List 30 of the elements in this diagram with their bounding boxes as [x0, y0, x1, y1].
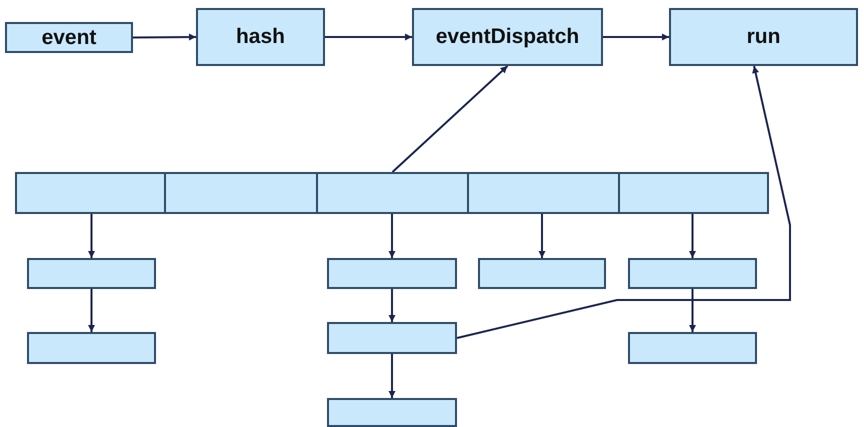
arrow — [388, 354, 396, 398]
arrow — [538, 214, 546, 258]
chain-node — [327, 398, 457, 427]
chain-node — [628, 258, 757, 289]
chain-node — [478, 258, 606, 289]
process-box: eventDispatch — [412, 8, 603, 66]
arrow — [88, 289, 95, 332]
bucket-cell — [164, 172, 318, 214]
arrow — [689, 289, 696, 332]
arrow — [456, 66, 791, 339]
chain-node — [27, 332, 156, 364]
bucket-cell — [467, 172, 620, 214]
arrow — [88, 214, 95, 258]
bucket-cell — [618, 172, 769, 214]
chain-node — [27, 258, 156, 289]
bucket-cell — [15, 172, 166, 214]
chain-node — [327, 258, 457, 289]
arrow — [325, 34, 412, 40]
chain-node — [327, 322, 457, 354]
arrow — [388, 289, 396, 322]
process-box: run — [669, 8, 858, 66]
arrow — [392, 65, 508, 173]
process-box: event — [5, 22, 133, 53]
arrow — [133, 34, 196, 41]
arrow — [603, 34, 669, 40]
process-box: hash — [196, 8, 325, 66]
bucket-cell — [316, 172, 469, 214]
arrow — [689, 214, 696, 258]
chain-node — [628, 332, 757, 364]
arrow — [388, 214, 396, 258]
